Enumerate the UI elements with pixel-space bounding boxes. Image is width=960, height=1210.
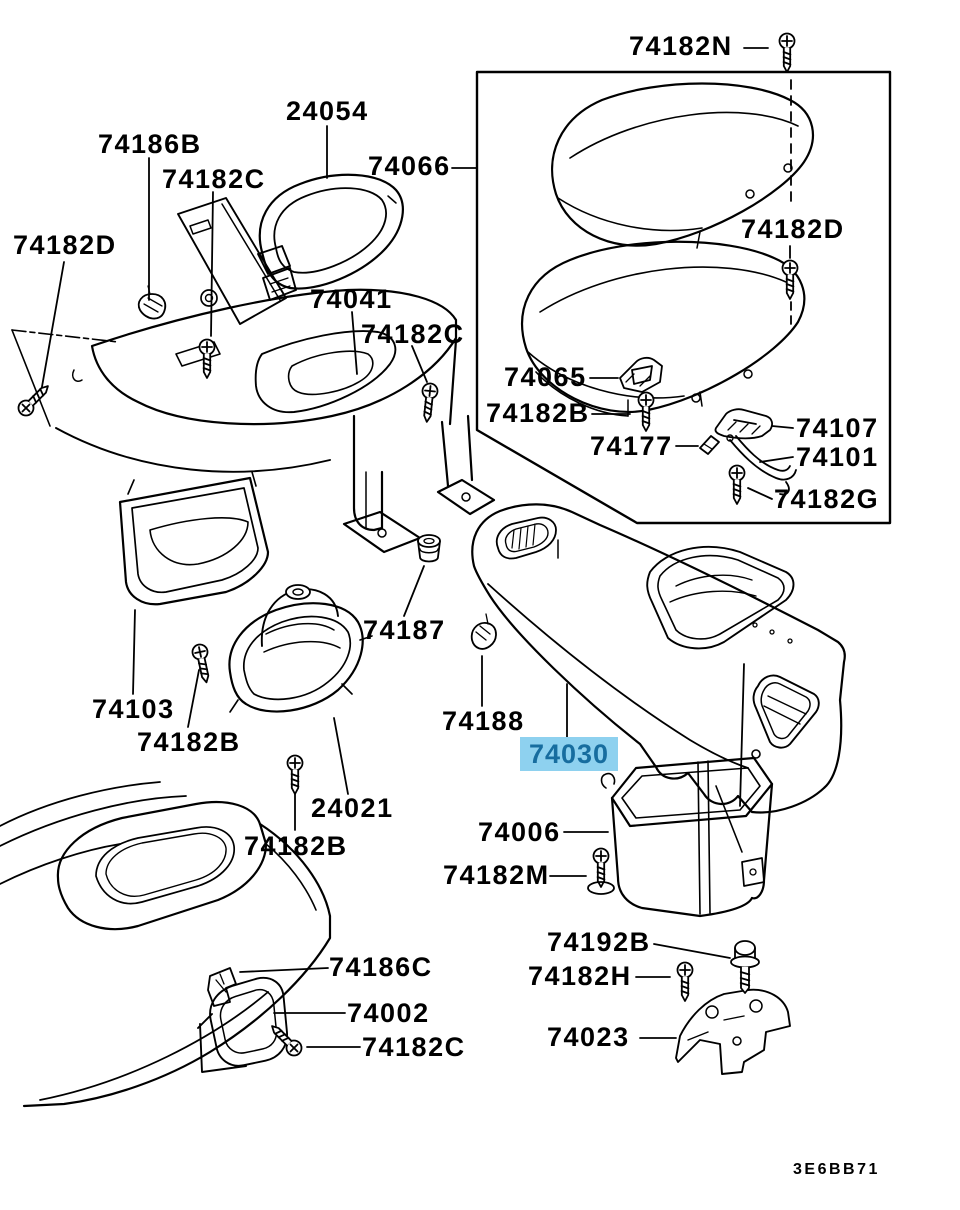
- callout-74023: 74023: [547, 1022, 630, 1052]
- callout-74103: 74103: [92, 694, 175, 724]
- part-armrest-lid-lower: [521, 240, 806, 417]
- callout-74182D-box: 74182D: [741, 214, 845, 244]
- callout-74187: 74187: [363, 615, 446, 645]
- assembly-box-74066: [475, 70, 892, 525]
- callout-74002: 74002: [347, 998, 430, 1028]
- part-ashtray-74002: [197, 976, 288, 1073]
- callout-74041: 74041: [310, 284, 393, 314]
- callout-74182M: 74182M: [443, 860, 550, 890]
- screw-74182H: [676, 961, 694, 1003]
- callout-74182B-upper: 74182B: [137, 727, 241, 757]
- callout-74182B-mid: 74182B: [244, 831, 348, 861]
- part-console-74030: [471, 503, 846, 814]
- callout-74188: 74188: [442, 706, 525, 736]
- callout-74182C-a: 74182C: [162, 164, 266, 194]
- bolt-74192B: [730, 940, 760, 994]
- screw-74182N: [778, 32, 796, 74]
- callout-74107: 74107: [796, 413, 879, 443]
- part-striker-74107: [714, 408, 773, 440]
- part-console-74041: [11, 288, 496, 554]
- callout-74065: 74065: [504, 362, 587, 392]
- callout-74101: 74101: [796, 442, 879, 472]
- callout-24021: 24021: [311, 793, 394, 823]
- callout-74186C: 74186C: [329, 952, 433, 982]
- part-bin-74006: [600, 749, 774, 918]
- part-clip-74186C: [207, 967, 237, 1007]
- part-console-lower-assembly: [0, 781, 332, 1108]
- callout-74182N: 74182N: [629, 31, 733, 61]
- callout-74066: 74066: [368, 151, 451, 181]
- callout-74182H: 74182H: [528, 961, 632, 991]
- part-shift-boot-24021: [228, 584, 373, 713]
- part-ring-24054: [258, 173, 404, 290]
- part-clip-74188: [470, 613, 497, 650]
- fasteners: [14, 32, 799, 1060]
- diagram-code: 3E6BB71: [793, 1161, 880, 1178]
- part-tray-74103: [118, 471, 270, 606]
- callout-74030-highlighted[interactable]: 74030: [520, 737, 618, 771]
- callout-74177: 74177: [590, 431, 673, 461]
- callout-74186B: 74186B: [98, 129, 202, 159]
- screw-74182C-a: [198, 338, 216, 380]
- screw-74182G: [728, 464, 746, 506]
- part-bracket-74023: [675, 988, 791, 1075]
- part-handle-74101: [726, 434, 797, 496]
- part-clip-74186B: [137, 285, 167, 320]
- screw-74182C-b: [418, 381, 440, 424]
- callout-74006: 74006: [478, 817, 561, 847]
- screw-74182B-upper: [190, 642, 215, 685]
- callout-74182G: 74182G: [774, 484, 880, 514]
- callout-74182D-left: 74182D: [13, 230, 117, 260]
- screw-74182D-box: [781, 259, 799, 301]
- callout-74182C-c: 74182C: [362, 1032, 466, 1062]
- washer-74182M: [587, 881, 615, 895]
- part-grommet-74187: [417, 534, 441, 563]
- part-armrest-lid-upper: [551, 82, 814, 249]
- callout-74192B: 74192B: [547, 927, 651, 957]
- callout-74182C-b: 74182C: [361, 319, 465, 349]
- leader-lines: [39, 47, 794, 1048]
- part-clip-74177: [699, 435, 720, 455]
- callout-74182B-box: 74182B: [486, 398, 590, 428]
- callout-24054: 24054: [286, 96, 369, 126]
- part-latch-74065: [619, 356, 663, 393]
- screw-74182B-mid: [286, 754, 304, 796]
